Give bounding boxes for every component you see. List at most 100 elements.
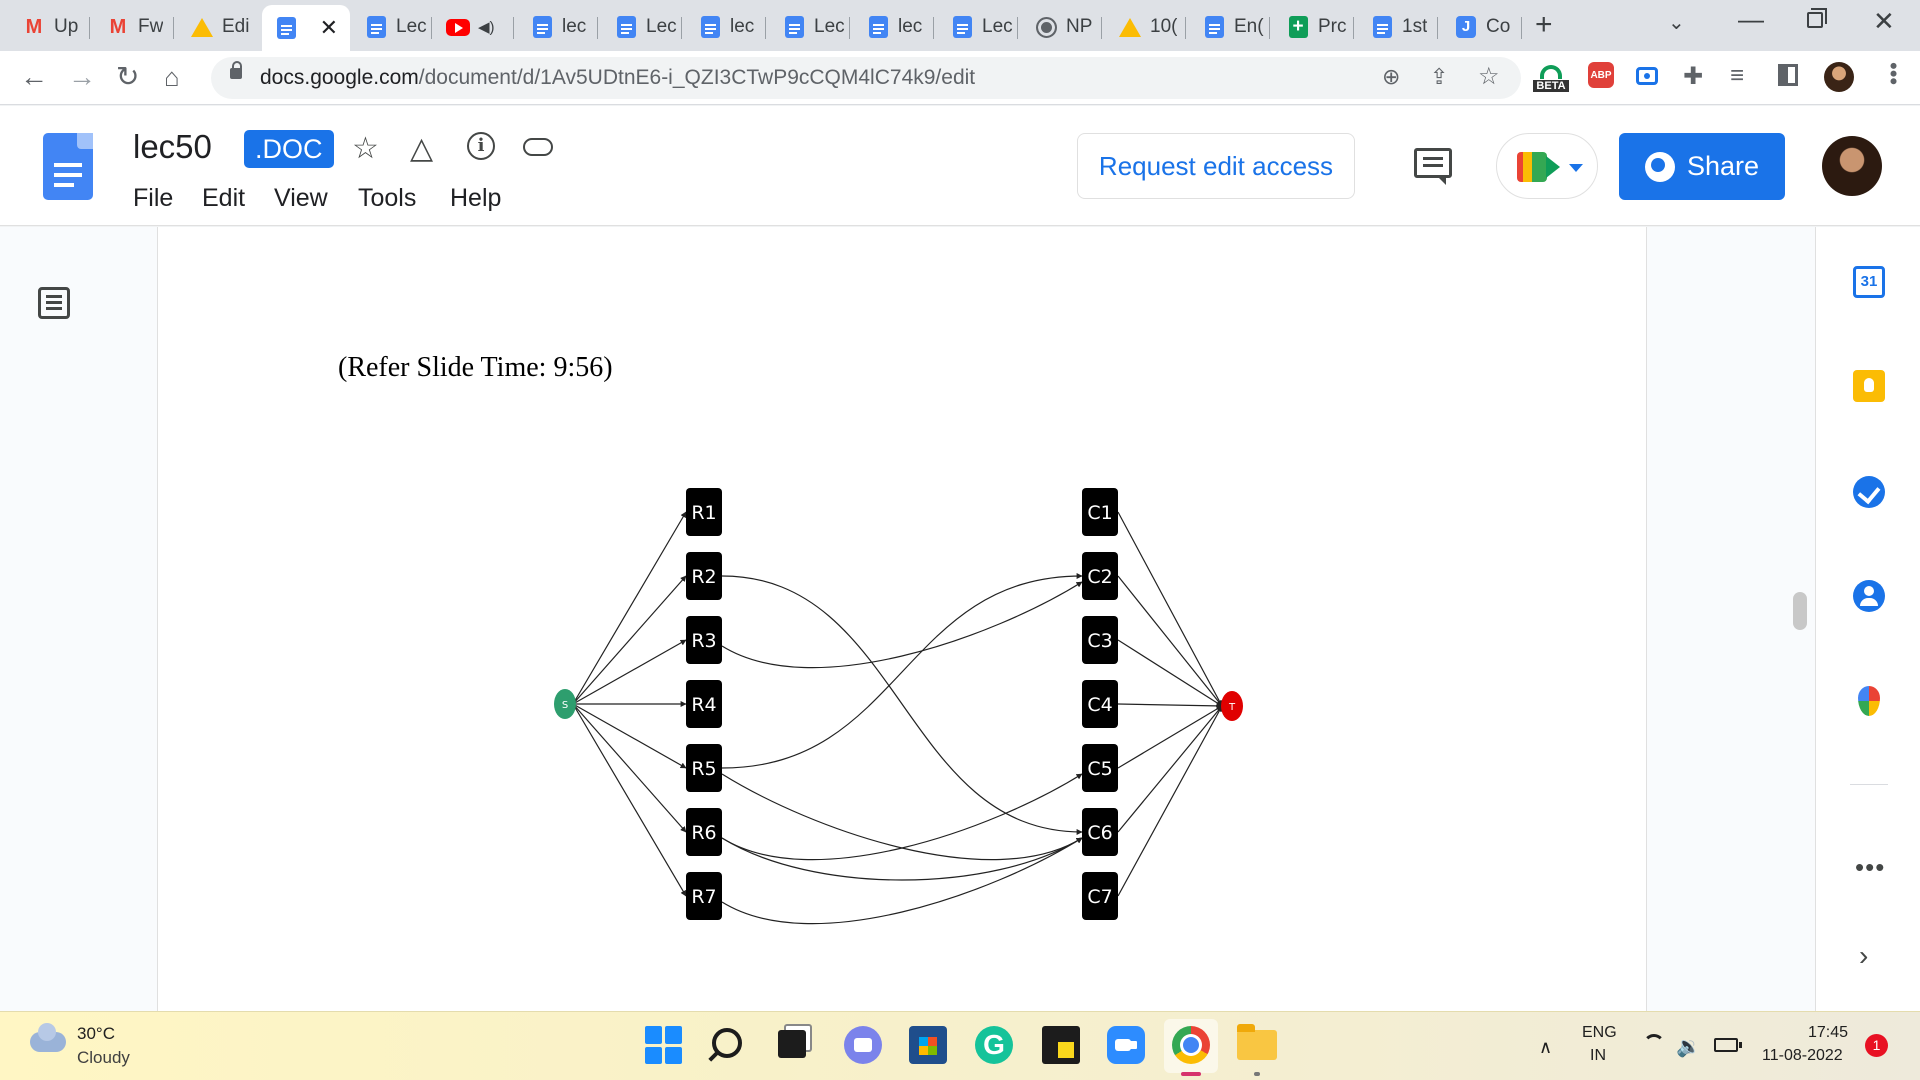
wifi-icon[interactable] — [1643, 1034, 1665, 1056]
tab-doc[interactable]: 1st — [1358, 7, 1438, 47]
chevron-down-icon — [1569, 164, 1583, 172]
screen-recorder-icon[interactable] — [1636, 67, 1658, 85]
lock-icon[interactable] — [230, 61, 242, 79]
tab-active-doc[interactable]: ✕ — [262, 5, 350, 51]
close-window-button[interactable]: ✕ — [1873, 6, 1895, 36]
speaker-icon[interactable]: ◀) — [478, 19, 495, 36]
reload-button[interactable]: ↻ — [116, 61, 140, 92]
notification-badge[interactable]: 1 — [1865, 1034, 1888, 1057]
clock-time[interactable]: 17:45 — [1808, 1024, 1849, 1041]
calendar-icon[interactable]: 31 — [1853, 266, 1885, 298]
comments-icon[interactable] — [1414, 148, 1452, 185]
zoom-app-icon[interactable] — [1107, 1026, 1145, 1064]
battery-icon[interactable] — [1714, 1038, 1742, 1052]
edge-c6-sink — [1117, 705, 1223, 833]
cloud-saved-icon[interactable] — [523, 138, 553, 156]
close-tab-icon[interactable]: ✕ — [319, 15, 338, 40]
menu-edit[interactable]: Edit — [202, 184, 246, 212]
menu-tools[interactable]: Tools — [358, 184, 417, 212]
chrome-menu-icon[interactable]: ••• — [1881, 62, 1906, 86]
restore-button[interactable] — [1807, 8, 1827, 28]
weather-description[interactable]: Cloudy — [77, 1048, 130, 1067]
back-button[interactable]: ← — [20, 61, 48, 92]
address-bar[interactable] — [211, 57, 1521, 99]
docs-logo-icon[interactable] — [43, 133, 93, 200]
contacts-icon[interactable] — [1853, 580, 1885, 612]
file-explorer-icon[interactable] — [1237, 1024, 1277, 1060]
weather-temperature[interactable]: 30°C — [77, 1024, 115, 1043]
tab-drive-2[interactable]: 10( — [1106, 7, 1186, 47]
side-panel-icon[interactable] — [1778, 64, 1798, 86]
tab-doc[interactable]: Lec — [602, 7, 682, 47]
task-view-icon[interactable] — [778, 1030, 806, 1058]
sticky-notes-icon[interactable] — [1042, 1026, 1080, 1064]
node-source-label: S — [562, 700, 568, 711]
node-label: C3 — [1087, 630, 1112, 652]
new-tab-button[interactable]: + — [1535, 8, 1553, 41]
info-icon[interactable]: i — [467, 132, 495, 160]
document-outline-icon[interactable] — [38, 287, 70, 319]
node-label: C6 — [1087, 822, 1112, 844]
star-icon[interactable]: ☆ — [352, 132, 379, 165]
beta-extension-icon[interactable]: BETA — [1531, 64, 1571, 92]
extensions-puzzle-icon[interactable]: ✚ — [1683, 63, 1704, 90]
document-title[interactable]: lec50 — [133, 128, 212, 165]
keep-icon[interactable] — [1853, 370, 1885, 402]
clock-date[interactable]: 11-08-2022 — [1762, 1047, 1843, 1064]
tab-web[interactable]: NP — [1022, 7, 1102, 47]
node-box — [686, 552, 722, 600]
chevron-up-icon[interactable]: ∧ — [1539, 1037, 1553, 1057]
share-page-icon[interactable]: ⇪ — [1430, 64, 1449, 89]
tab-search-button[interactable]: ⌄ — [1668, 12, 1685, 34]
media-control-icon[interactable]: ≡ — [1730, 62, 1745, 89]
tab-doc[interactable]: Lec — [770, 7, 850, 47]
node-label: R6 — [691, 822, 716, 844]
tab-j-app[interactable]: J Co — [1442, 7, 1522, 47]
meet-button[interactable] — [1496, 133, 1598, 199]
profile-avatar[interactable] — [1824, 62, 1854, 92]
url-text[interactable]: docs.google.com/document/d/1Av5UDtnE6-i_… — [260, 66, 975, 90]
zoom-icon[interactable]: ⊕ — [1382, 64, 1401, 89]
account-avatar[interactable] — [1822, 136, 1882, 196]
tab-drive-1[interactable]: Edi — [178, 7, 260, 47]
home-button[interactable]: ⌂ — [164, 62, 180, 92]
start-button[interactable] — [645, 1026, 683, 1064]
chrome-icon[interactable] — [1172, 1026, 1210, 1064]
bookmark-star-icon[interactable]: ☆ — [1478, 63, 1500, 90]
expand-panel-icon[interactable]: › — [1859, 940, 1869, 971]
menu-help[interactable]: Help — [450, 184, 502, 212]
adblock-icon[interactable]: ABP — [1588, 62, 1614, 88]
language-region[interactable]: IN — [1590, 1047, 1606, 1064]
tab-gmail-1[interactable]: M Up — [10, 7, 90, 47]
tab-doc[interactable]: En( — [1190, 7, 1270, 47]
minimize-button[interactable]: — — [1738, 4, 1764, 34]
menu-file[interactable]: File — [133, 184, 174, 212]
gmail-icon: M — [25, 15, 43, 38]
volume-icon[interactable]: 🔉 — [1676, 1036, 1701, 1058]
maps-icon[interactable] — [1858, 686, 1880, 716]
tab-gmail-2[interactable]: M Fw — [94, 7, 174, 47]
share-button[interactable]: Share — [1619, 133, 1785, 200]
request-edit-access-button[interactable]: Request edit access — [1077, 133, 1355, 199]
tasks-icon[interactable] — [1853, 476, 1885, 508]
node-source-circle — [554, 689, 576, 719]
tab-doc[interactable]: Lec — [352, 7, 432, 47]
chat-icon[interactable] — [844, 1026, 882, 1064]
cloud-icon[interactable] — [30, 1023, 66, 1052]
tab-doc[interactable]: lec — [854, 7, 934, 47]
scrollbar-thumb[interactable] — [1793, 592, 1807, 630]
move-to-drive-icon[interactable]: △ — [410, 132, 434, 165]
tab-doc[interactable]: lec — [518, 7, 598, 47]
menu-view[interactable]: View — [274, 184, 328, 212]
tab-doc[interactable]: lec — [686, 7, 766, 47]
more-apps-icon[interactable]: ••• — [1855, 852, 1886, 882]
grammarly-icon[interactable]: G — [975, 1026, 1013, 1064]
forward-button[interactable]: → — [68, 61, 96, 92]
tab-sheets[interactable]: + Prc — [1274, 7, 1354, 47]
search-icon[interactable] — [712, 1028, 742, 1058]
tab-separator — [1269, 17, 1270, 39]
language-indicator[interactable]: ENG — [1582, 1024, 1617, 1041]
store-icon[interactable] — [909, 1026, 947, 1064]
tab-youtube[interactable]: ◀) — [434, 7, 514, 47]
tab-doc[interactable]: Lec — [938, 7, 1018, 47]
